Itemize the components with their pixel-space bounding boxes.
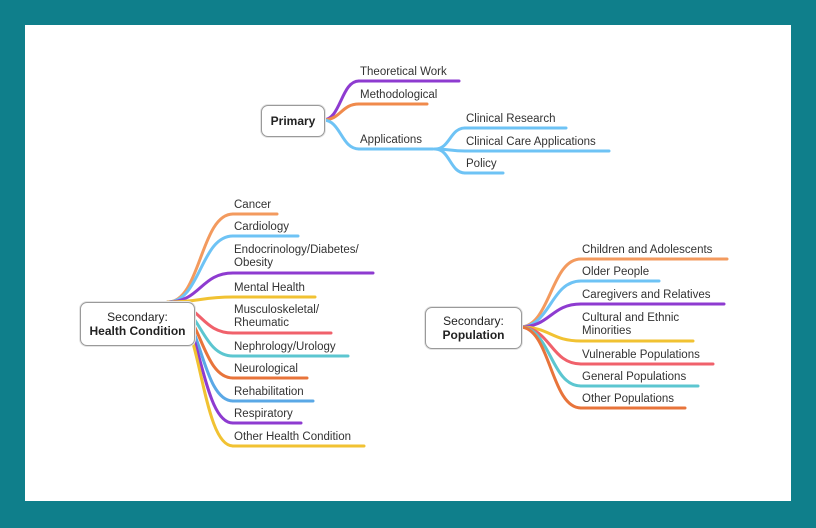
- population-branch-label-1[interactable]: Older People: [582, 266, 650, 278]
- health-branch-label-7[interactable]: Rehabilitation: [234, 386, 304, 398]
- health-branch-label-0[interactable]: Cancer: [234, 199, 272, 211]
- population-branch-label-2[interactable]: Caregivers and Relatives: [582, 289, 711, 301]
- health-node-line2: Health Condition: [89, 324, 186, 338]
- health-branch-label2-4[interactable]: Rheumatic: [234, 317, 289, 329]
- primary-branch-2: [321, 118, 361, 151]
- health-branch-label-6[interactable]: Neurological: [234, 363, 298, 375]
- population-branch-label-4[interactable]: Vulnerable Populations: [582, 349, 700, 361]
- health-branch-label-9[interactable]: Other Health Condition: [234, 431, 351, 443]
- population-node-line2: Population: [442, 328, 505, 342]
- mind-map-canvas: Primary Secondary: Health Condition Seco…: [25, 25, 791, 501]
- population-branch-label-0[interactable]: Children and Adolescents: [582, 244, 713, 256]
- applications-child-branch-0: [433, 126, 467, 151]
- health-branch-1: [166, 234, 235, 304]
- health-branch-label-1[interactable]: Cardiology: [234, 221, 289, 233]
- population-branch-label2-3[interactable]: Minorities: [582, 325, 632, 337]
- primary-branch-label-2[interactable]: Applications: [360, 134, 423, 146]
- population-branch-5: [518, 325, 583, 388]
- health-branch-label-3[interactable]: Mental Health: [234, 282, 305, 294]
- health-branch-label-5[interactable]: Nephrology/Urology: [234, 341, 336, 353]
- primary-branch-label-0[interactable]: Theoretical Work: [360, 66, 447, 78]
- health-branch-label2-2[interactable]: Obesity: [234, 257, 273, 269]
- health-branch-label-2[interactable]: Endocrinology/Diabetes/: [234, 244, 359, 256]
- primary-branch-label-1[interactable]: Methodological: [360, 89, 438, 101]
- primary-branch-0: [321, 79, 361, 122]
- health-node-line1: Secondary:: [107, 310, 168, 324]
- applications-child-label-2[interactable]: Policy: [466, 158, 497, 170]
- population-branch-6: [518, 325, 583, 410]
- population-branch-label-5[interactable]: General Populations: [582, 371, 687, 383]
- applications-child-label-1[interactable]: Clinical Care Applications: [466, 136, 596, 148]
- applications-child-branch-2: [433, 147, 467, 175]
- population-branch-label-3[interactable]: Cultural and Ethnic: [582, 312, 680, 324]
- primary-node[interactable]: Primary: [261, 105, 325, 137]
- health-condition-node[interactable]: Secondary: Health Condition: [80, 302, 195, 346]
- population-node-line1: Secondary:: [443, 314, 504, 328]
- mind-map-links: [166, 79, 729, 448]
- population-branch-label-6[interactable]: Other Populations: [582, 393, 675, 405]
- primary-node-title: Primary: [270, 114, 316, 128]
- health-branch-label-8[interactable]: Respiratory: [234, 408, 293, 420]
- health-branch-label-4[interactable]: Musculoskeletal/: [234, 304, 320, 316]
- population-node[interactable]: Secondary: Population: [425, 307, 522, 349]
- applications-child-label-0[interactable]: Clinical Research: [466, 113, 556, 125]
